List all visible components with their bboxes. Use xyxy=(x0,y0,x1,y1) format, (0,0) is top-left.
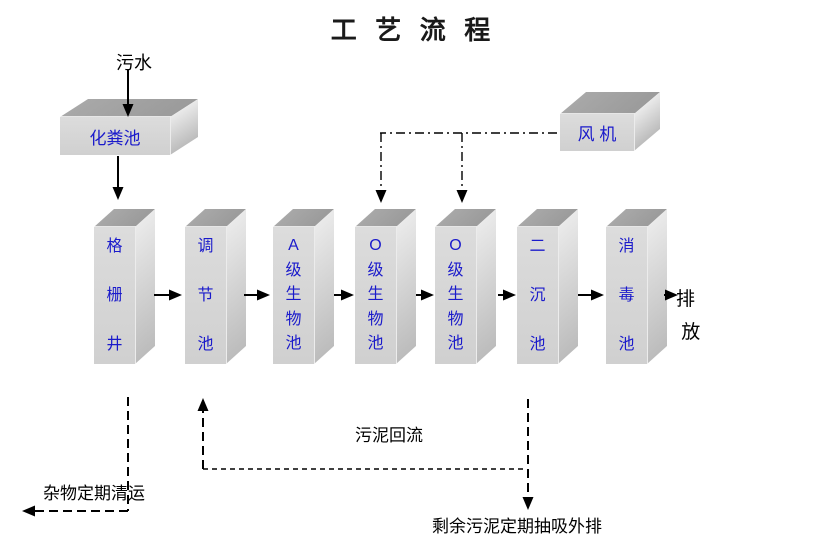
tank-label: 二 沉 池 xyxy=(529,238,546,353)
blower-label: 风 机 xyxy=(577,125,617,144)
tank-regulating: 调 节 池 xyxy=(185,208,246,364)
tank-label: 消 毒 池 xyxy=(618,238,635,353)
cube-side-face xyxy=(396,208,416,364)
cube-side-face xyxy=(314,208,334,364)
cube-side-face xyxy=(647,208,667,364)
debris-removal-label: 杂物定期清运 xyxy=(43,484,145,503)
blower-box: 风 机 xyxy=(560,92,661,151)
cube-side-face xyxy=(135,208,155,364)
sludge-return-label: 污泥回流 xyxy=(355,426,423,445)
discharge-label: 排 放 xyxy=(676,289,701,343)
tank-disinfection: 消 毒 池 xyxy=(606,208,667,364)
tank-label: 调 节 池 xyxy=(197,238,214,353)
tank-label: O 级 生 物 池 xyxy=(367,237,384,353)
tank-label: O 级 生 物 池 xyxy=(447,237,464,353)
septic-tank-label: 化粪池 xyxy=(89,128,141,148)
page-title: 工 艺 流 程 xyxy=(330,16,497,45)
tank-secondary-sedimentation: 二 沉 池 xyxy=(517,208,578,364)
tank-o-biological-2: O 级 生 物 池 xyxy=(435,208,496,364)
cube-side-face xyxy=(558,208,578,364)
tank-label: A 级 生 物 池 xyxy=(285,237,302,353)
tank-grid-well: 格 栅 井 xyxy=(94,208,155,364)
influent-label: 污水 xyxy=(116,53,152,73)
tank-o-biological-1: O 级 生 物 池 xyxy=(355,208,416,364)
tank-label: 格 栅 井 xyxy=(106,238,123,353)
tank-a-biological: A 级 生 物 池 xyxy=(273,208,334,364)
cube-side-face xyxy=(226,208,246,364)
cube-side-face xyxy=(476,208,496,364)
excess-sludge-label: 剩余污泥定期抽吸外排 xyxy=(432,517,602,536)
septic-tank-box: 化粪池 xyxy=(60,99,199,155)
